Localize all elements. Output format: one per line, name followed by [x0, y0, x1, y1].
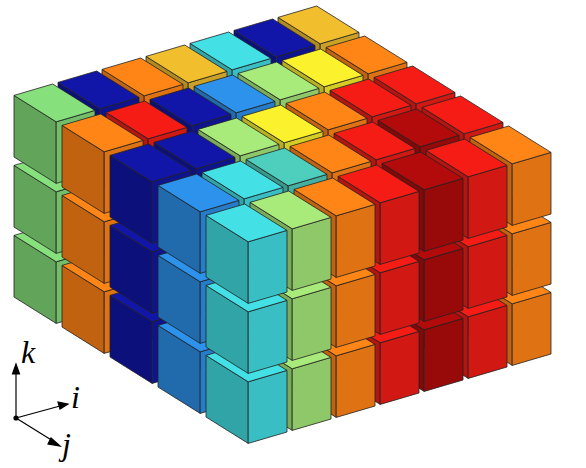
cube-front-face [424, 178, 463, 251]
cube-front-face [380, 331, 419, 404]
cube-front-face [512, 152, 551, 225]
axis-triad [13, 364, 69, 446]
cube-front-face [336, 204, 375, 277]
cube-front-face [468, 235, 507, 308]
i-axis-head [58, 402, 68, 409]
i-axis-line [16, 406, 60, 418]
cube-front-face [512, 222, 551, 295]
cube-front-face [248, 370, 287, 443]
cube-top-face [158, 174, 239, 212]
cube-front-face [336, 344, 375, 417]
cube-front-face [512, 292, 551, 365]
cube-top-face [14, 84, 95, 122]
cube-front-face [248, 230, 287, 303]
cube-front-face [292, 357, 331, 430]
cube-front-face [336, 274, 375, 347]
cube-top-face [110, 144, 191, 182]
cube-top-face [62, 114, 143, 152]
cube-front-face [380, 261, 419, 334]
axis-label: j [62, 428, 71, 460]
cube-top-face [206, 204, 287, 242]
axis-label: i [71, 381, 80, 413]
cube-grid [14, 6, 551, 443]
j-axis-line [16, 418, 53, 441]
cube-front-face [248, 300, 287, 373]
cube-front-face [468, 165, 507, 238]
k-axis-head [13, 364, 20, 374]
cube-front-face [380, 191, 419, 264]
axis-label: k [21, 336, 35, 368]
cube-front-face [292, 217, 331, 290]
k-axis-line [15, 372, 16, 418]
j-axis-head [48, 438, 60, 446]
axis-origin [14, 416, 18, 420]
cube-front-face [292, 287, 331, 360]
cube-front-face [468, 305, 507, 378]
cube-front-face [424, 318, 463, 391]
cube-front-face [424, 248, 463, 321]
